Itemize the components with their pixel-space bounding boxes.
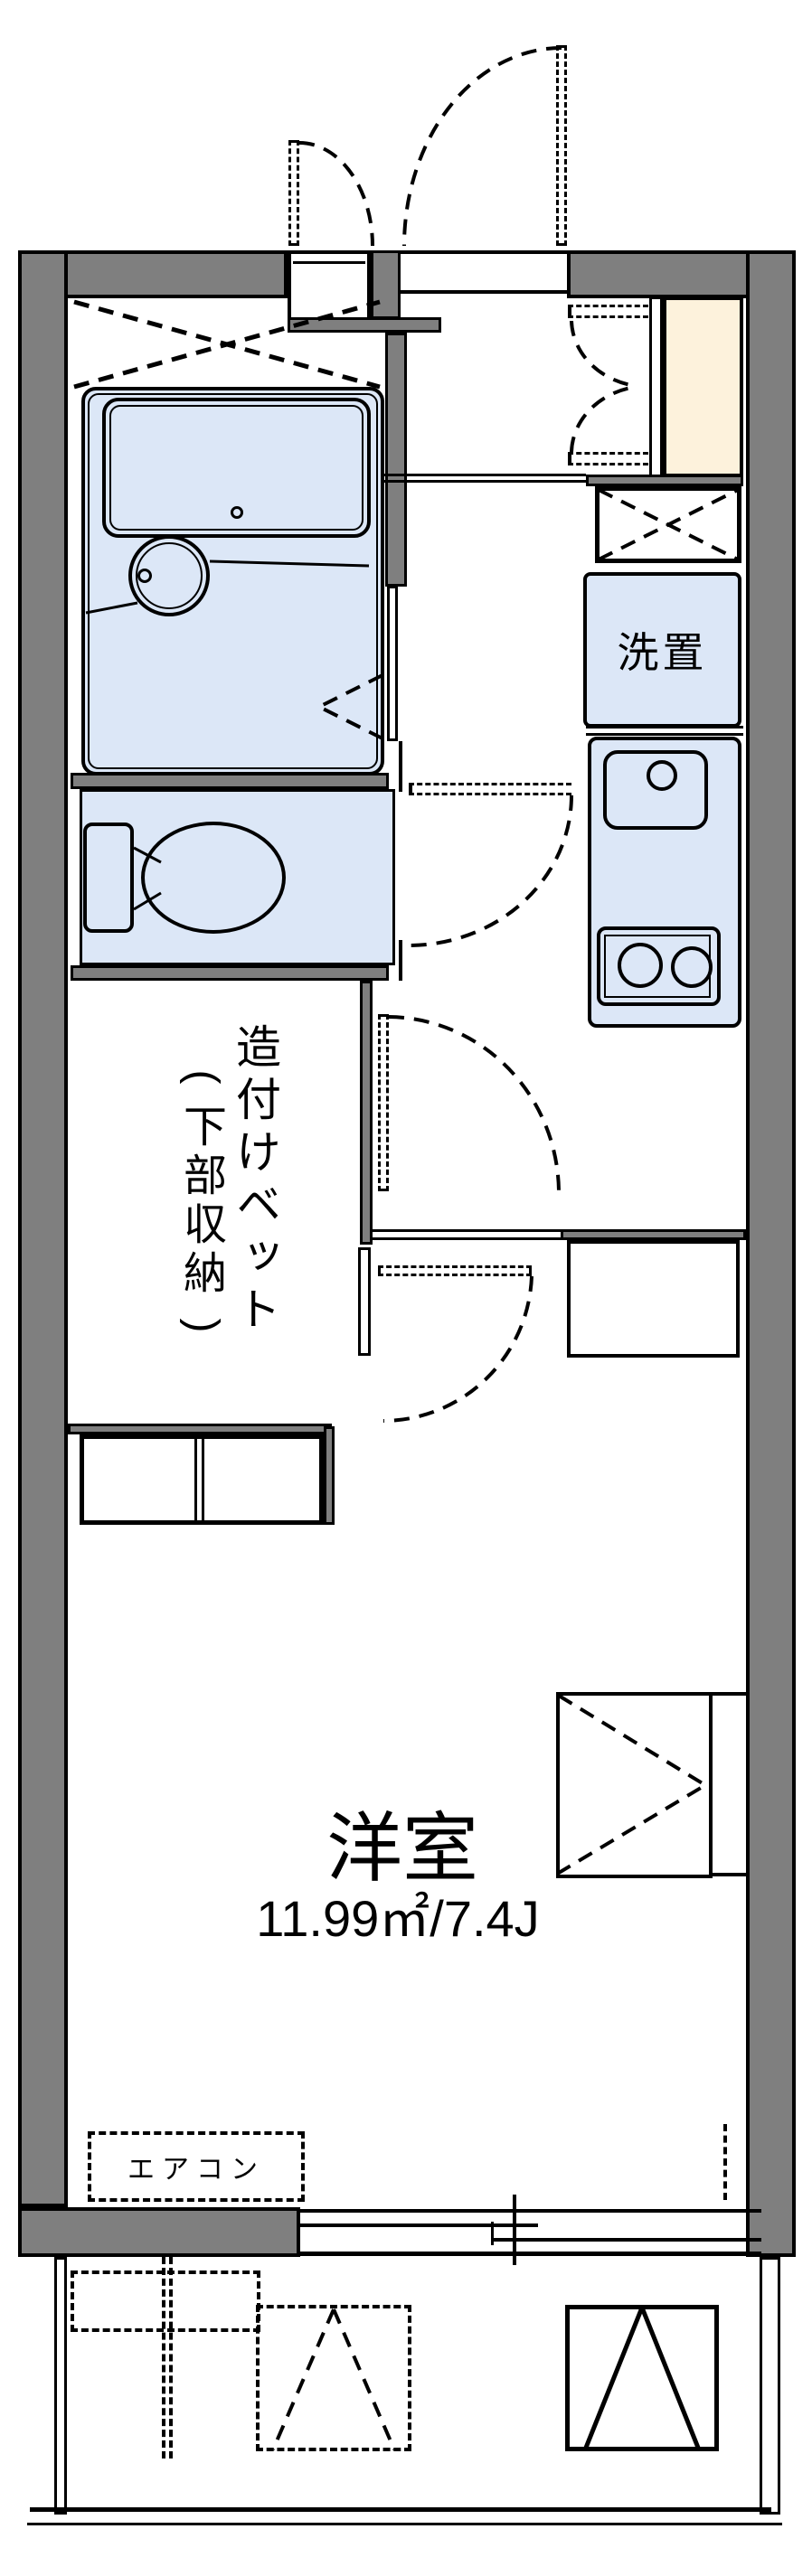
wall-alcove-bottom — [288, 317, 441, 333]
bed-closet-divider-1 — [194, 1437, 197, 1522]
xbox-shelf — [595, 486, 741, 563]
chevron-box-tie-top — [713, 1692, 746, 1696]
bed-label-main-text: 造付けベット — [230, 1023, 280, 1338]
balcony-partition-dashed — [162, 2257, 173, 2458]
bed-label-paren-close: ) — [174, 1302, 227, 1349]
wall-alcove-column — [371, 250, 401, 319]
toilet-door-leaf — [409, 783, 571, 795]
washbasin-drain — [137, 569, 152, 583]
wall-bottom-left — [18, 2207, 300, 2257]
entrance-opening-inner-line — [401, 290, 567, 294]
wall-bed-closet-band — [68, 1424, 332, 1434]
kitchen-faucet — [647, 760, 677, 791]
refrigerator-space — [567, 1240, 740, 1358]
window-center-tick — [513, 2195, 516, 2265]
balcony-right-rail — [760, 2257, 780, 2515]
window-small-tick — [491, 2222, 494, 2245]
alcove-door-arc — [298, 141, 374, 247]
aircon-label: エアコン — [88, 2131, 305, 2202]
toilet-door-arc — [408, 794, 573, 947]
kitchen-counter-line-2 — [586, 733, 743, 736]
stove-burner-right — [671, 946, 713, 988]
bed-label-main: 造付けベット — [222, 1023, 288, 1385]
wall-kitchen-bottom — [561, 1229, 746, 1240]
wall-left — [18, 250, 68, 2207]
wall-bed-right-lower — [358, 1247, 371, 1356]
stove-burner-left — [618, 943, 663, 988]
entry-step-line-2 — [373, 480, 586, 483]
evacuation-hatch-solid — [565, 2305, 719, 2451]
window-sash-left — [300, 2223, 538, 2227]
entrance-door-leaf — [556, 45, 567, 246]
kitchen-sink — [603, 750, 708, 830]
toilet-tank — [83, 823, 134, 933]
shoe-cabinet-door-panel — [649, 296, 663, 477]
room-area-text: 11.99㎡/7.4J — [256, 1890, 540, 1947]
wall-closet-right-stub — [324, 1426, 335, 1525]
cabinet-door-arc-top — [570, 320, 637, 388]
bathtub — [102, 398, 371, 538]
bathtub-inner — [109, 405, 364, 531]
balcony-bottom-rail-inner — [30, 2507, 771, 2512]
entrance-door-arc — [402, 46, 562, 247]
wall-right — [746, 250, 796, 2257]
room-door-arc — [382, 1275, 533, 1423]
room-area-label: 11.99㎡/7.4J — [181, 1878, 615, 1951]
sill-line-hall-room-2 — [371, 1237, 562, 1240]
toilet-bowl — [141, 822, 286, 934]
balcony-bottom-rail-outer — [27, 2523, 782, 2525]
wall-toilet-right-lower — [399, 940, 402, 981]
balcony-left-rail — [54, 2257, 67, 2515]
bed-label-sub: (下部収納) — [168, 1050, 231, 1349]
washer-label-text: 洗置 — [617, 629, 708, 676]
window-line-top — [300, 2209, 761, 2213]
window-line-bottom — [300, 2252, 761, 2256]
wall-above-xbox — [586, 475, 743, 486]
hall-door-leaf — [378, 1014, 389, 1191]
room-door-leaf — [378, 1265, 532, 1276]
cabinet-door-leaf-top — [568, 305, 648, 318]
washer-space — [583, 572, 741, 728]
bed-closet-divider-2 — [202, 1437, 204, 1522]
wall-toilet-bed — [71, 965, 389, 981]
aircon-box — [88, 2131, 305, 2202]
room-name-label: 洋室 — [298, 1788, 506, 1897]
evacuation-hatch-dashed — [256, 2305, 411, 2451]
cabinet-door-arc-bottom — [570, 385, 637, 453]
aircon-label-text: エアコン — [127, 2155, 265, 2185]
alcove-door-leaf — [288, 140, 299, 246]
window-sash-right — [493, 2238, 761, 2242]
cabinet-door-leaf-bottom — [568, 452, 648, 465]
bed-label-sub-text: 下部収納 — [176, 1104, 224, 1299]
entry-step-line-1 — [373, 474, 586, 476]
washer-label: 洗置 — [583, 572, 741, 728]
bathtub-drain — [231, 506, 243, 519]
entrance-opening-outer-line — [401, 250, 567, 254]
bath-door-track — [387, 586, 398, 741]
bed-label-paren-open: ( — [174, 1053, 227, 1101]
curtain-dash-mark — [723, 2124, 727, 2200]
room-name-text: 洋室 — [326, 1806, 478, 1891]
wall-bed-right — [360, 981, 373, 1245]
balcony-dashed-box — [71, 2270, 260, 2332]
entrance-alcove-sill-line — [293, 261, 365, 264]
chevron-storage-box — [556, 1692, 713, 1878]
hall-door-arc — [388, 1015, 561, 1194]
shoe-cabinet — [663, 296, 743, 477]
chevron-box-tie-bottom — [713, 1873, 746, 1876]
kitchen-counter-line-1 — [586, 726, 743, 729]
sill-line-hall-room-1 — [371, 1229, 562, 1232]
wall-hall-left — [385, 333, 407, 587]
wall-toilet-right-upper — [399, 741, 402, 792]
kitchen-stove — [597, 926, 721, 1006]
